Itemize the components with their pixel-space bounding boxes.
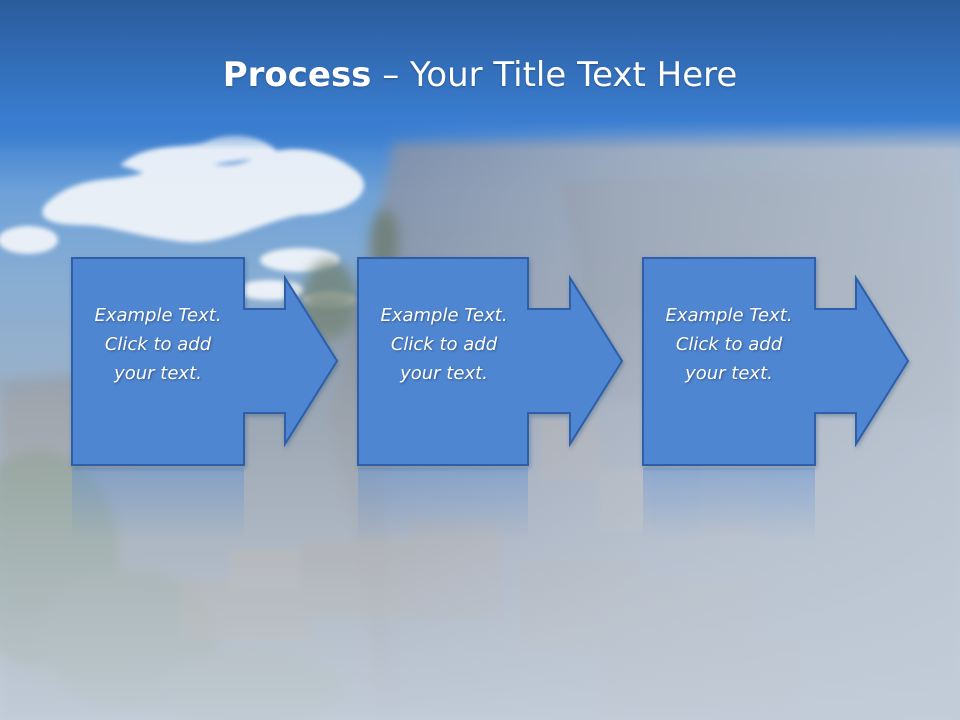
slide-title-rest: – Your Title Text Here — [371, 55, 738, 95]
step-2-text-box: Example Text. Click to add your text. — [358, 258, 530, 464]
step-1-text[interactable]: Example Text. Click to add your text. — [94, 304, 222, 384]
step-2-shape[interactable] — [357, 257, 624, 466]
process-reflections — [72, 468, 815, 540]
slide-title-bold: Process — [222, 55, 372, 95]
step-2-text[interactable]: Example Text. Click to add your text. — [380, 304, 508, 384]
step-3-text-box: Example Text. Click to add your text. — [643, 258, 815, 464]
slide-title[interactable]: Process – Your Title Text Here — [0, 52, 960, 98]
step-1-text-box: Example Text. Click to add your text. — [72, 258, 244, 464]
step-1-shape[interactable] — [71, 257, 339, 466]
step-3-shape[interactable] — [642, 257, 910, 466]
step-3-text[interactable]: Example Text. Click to add your text. — [665, 304, 793, 384]
